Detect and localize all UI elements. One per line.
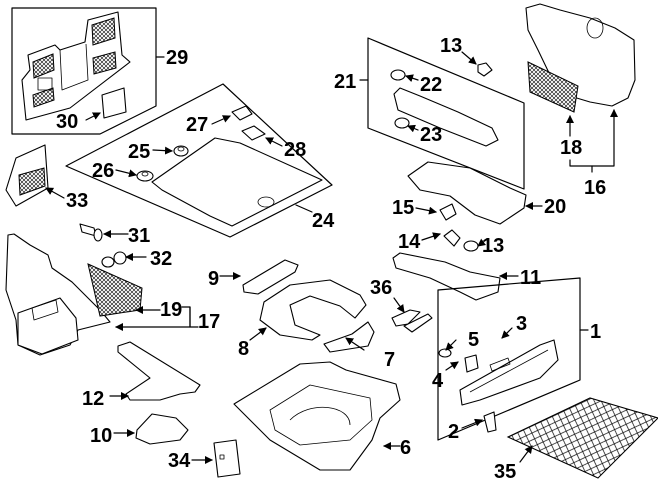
callout-14[interactable]: 14 [398, 231, 421, 253]
callout-4[interactable]: 4 [432, 370, 444, 392]
callout-13-lower[interactable]: 13 [482, 235, 504, 257]
part-35-cargo-net [506, 397, 658, 479]
part-30-pad [101, 87, 127, 119]
part-34-module [213, 439, 241, 478]
part-13-nut-lower [463, 240, 479, 252]
callout-33[interactable]: 33 [66, 190, 88, 212]
part-3-label [489, 357, 511, 372]
callout-26[interactable]: 26 [92, 160, 114, 182]
callout-20[interactable]: 20 [544, 196, 566, 218]
callout-25[interactable]: 25 [128, 141, 150, 163]
callout-35[interactable]: 35 [494, 461, 516, 483]
callout-32[interactable]: 32 [150, 248, 172, 270]
callout-31[interactable]: 31 [128, 225, 150, 247]
part-21-reinforcement [393, 87, 499, 147]
leader-lines [45, 51, 618, 464]
callout-5[interactable]: 5 [468, 329, 479, 351]
part-22-nut [390, 69, 406, 81]
part-36-bracket [391, 309, 433, 333]
callout-3[interactable]: 3 [516, 313, 527, 335]
part-25-grommet [173, 145, 189, 157]
callout-19[interactable]: 19 [160, 299, 182, 321]
callout-21[interactable]: 21 [334, 71, 356, 93]
callout-28[interactable]: 28 [284, 139, 306, 161]
callout-24[interactable]: 24 [312, 210, 335, 232]
callout-15[interactable]: 15 [392, 197, 414, 219]
callout-labels: 1 2 3 4 5 6 7 8 9 10 11 12 13 13 14 15 1… [56, 35, 606, 483]
part-23-nut [394, 117, 410, 129]
callout-36[interactable]: 36 [370, 277, 392, 299]
part-8-spare-ring [259, 279, 367, 341]
callout-23[interactable]: 23 [420, 124, 442, 146]
callout-1[interactable]: 1 [590, 321, 601, 343]
part-9-cover [242, 259, 299, 295]
part-28-seal [241, 125, 266, 141]
callout-30[interactable]: 30 [56, 111, 78, 133]
part-11-bracket [392, 252, 501, 301]
group-box-21 [367, 37, 525, 190]
part-33-vent-grille [5, 144, 49, 207]
callout-9[interactable]: 9 [208, 268, 219, 290]
part-1-sill-plate [459, 339, 559, 406]
part-31-bolt [79, 223, 103, 242]
part-24-trunk-floor-cover [65, 83, 333, 238]
part-18-side-net [527, 61, 579, 113]
part-13-nut-upper [477, 62, 493, 77]
callout-16[interactable]: 16 [584, 177, 606, 199]
part-6-trunk-tub [233, 361, 401, 471]
callout-13-upper[interactable]: 13 [440, 35, 462, 57]
part-32-clip [101, 251, 127, 268]
part-2-clip [483, 411, 497, 433]
part-17-left-side-trim [5, 233, 111, 356]
part-27-cover [231, 105, 253, 121]
callout-27[interactable]: 27 [186, 114, 208, 136]
part-12-tray [117, 341, 201, 401]
part-20-panel [407, 161, 527, 225]
callout-34[interactable]: 34 [168, 450, 191, 472]
part-14-clip [443, 229, 461, 247]
part-29-seatback-panel [21, 11, 131, 121]
part-26-grommet [136, 170, 154, 182]
callout-2[interactable]: 2 [448, 421, 459, 443]
part-15-clip [439, 203, 457, 221]
group-box-29 [11, 7, 157, 135]
callout-18[interactable]: 18 [560, 137, 582, 159]
part-7-ring-segment [323, 321, 375, 353]
part-5-clip [438, 348, 452, 358]
callout-12[interactable]: 12 [82, 388, 104, 410]
callout-17[interactable]: 17 [198, 311, 220, 333]
callout-7[interactable]: 7 [384, 349, 395, 371]
callout-8[interactable]: 8 [238, 338, 249, 360]
callout-10[interactable]: 10 [90, 425, 112, 447]
group-box-1 [437, 277, 581, 441]
part-16-right-side-trim [525, 3, 636, 107]
callout-29[interactable]: 29 [166, 47, 188, 69]
part-4-clip [464, 354, 479, 373]
callout-6[interactable]: 6 [400, 437, 411, 459]
callout-22[interactable]: 22 [420, 74, 442, 96]
part-10-cover [135, 413, 189, 445]
callout-11[interactable]: 11 [520, 267, 541, 289]
